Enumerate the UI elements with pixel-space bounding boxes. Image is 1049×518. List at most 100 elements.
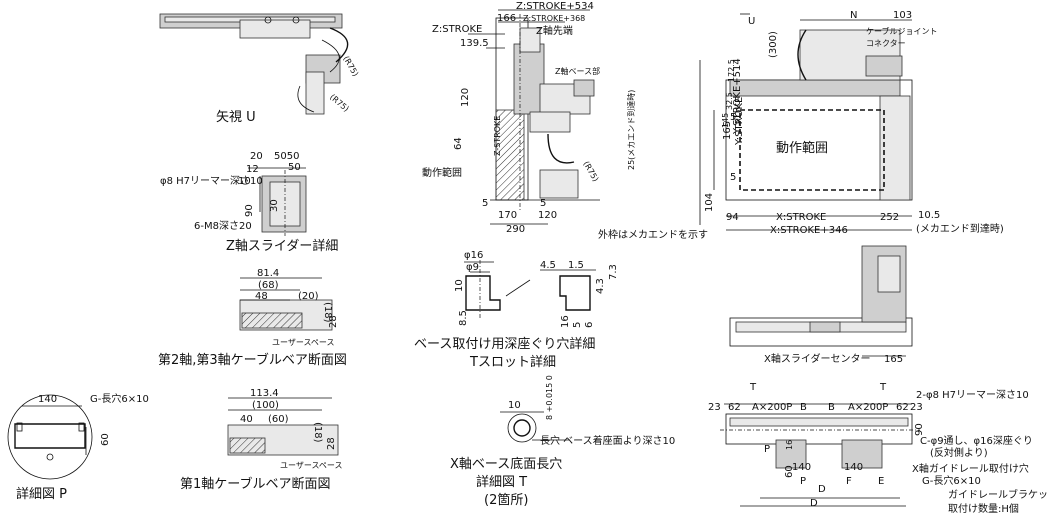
z-slider-detail-title: Z軸スライダー詳細 <box>226 238 338 254</box>
dim-tol: 8 +0.015 0 <box>545 375 554 420</box>
dim-120a: 120 <box>460 88 471 107</box>
detail-p-figure <box>7 394 93 480</box>
dim-6: 6 <box>584 322 595 328</box>
cable-joint-label-1: ケーブルジョイント <box>866 26 938 36</box>
dim-12: 12 <box>246 164 259 175</box>
dim-60b: 60 <box>784 465 795 478</box>
slot-label: 長穴 ベース着座面より深さ10 <box>540 434 675 447</box>
z-stroke-label: Z:STROKE <box>432 24 482 35</box>
dim-e: E <box>878 476 884 487</box>
motion-range-side-label: 動作範囲 <box>422 166 462 179</box>
dim-113-4: 113.4 <box>250 388 279 399</box>
top-view-figure <box>699 13 913 231</box>
x-guide-label-1: X軸ガイドレール取付け穴 <box>912 462 1029 475</box>
dim-104: 104 <box>704 193 715 212</box>
dim-62b: 62 <box>896 402 909 413</box>
cable-joint-label-2: コネクター <box>866 39 906 48</box>
t-slot-title: Tスロット詳細 <box>469 354 556 370</box>
c-hole-label-2: (反対側より) <box>930 446 988 459</box>
mech-end-25-label: 25(メカエンド到達時) <box>626 90 636 170</box>
x-slot-title-2: 詳細図 T <box>476 474 527 490</box>
z-tip-label: Z軸先端 <box>536 24 573 37</box>
dim-145: 145 <box>721 113 730 128</box>
guide-bracket-label-1: ガイドレールブラケット <box>948 488 1049 501</box>
dim-ystroke: Y:STROKE <box>734 97 745 146</box>
cable-1-figure <box>227 397 339 456</box>
dim-81-4: 81.4 <box>257 268 279 279</box>
dim-68: (68) <box>258 280 279 291</box>
z-base-label: Z軸ベース部 <box>555 66 600 76</box>
r75-label-b: (R75) <box>328 93 351 114</box>
x-guide-label-2: G-長穴6×10 <box>922 474 981 487</box>
dim-8-5: 8.5 <box>458 310 469 326</box>
dim-16b: 16 <box>785 440 794 450</box>
side-view-figure <box>468 9 600 225</box>
dim-p: P <box>800 476 806 487</box>
dim-170: 170 <box>498 210 517 221</box>
dim-172-5: 172.5 <box>727 59 736 82</box>
dim-300: (300) <box>768 31 779 58</box>
dim-23a: 23 <box>708 402 721 413</box>
c-hole-label-1: C-φ9通し、φ16深座ぐり <box>920 434 1033 447</box>
u-mark: U <box>748 16 755 27</box>
dim-18a: (18) <box>322 302 333 323</box>
t-mark-1: T <box>749 382 757 393</box>
r75-label-a: (R75) <box>341 54 360 78</box>
dim-5d: 5 <box>730 172 736 183</box>
dim-166: 166 <box>497 13 516 24</box>
dim-32-5: 32.5 <box>725 92 734 110</box>
dim-28a: 28 <box>328 315 339 328</box>
b-left: B <box>800 402 807 413</box>
dim-x346: X:STROKE+346 <box>770 225 848 236</box>
dim-20: 20 <box>250 151 263 162</box>
dim-94: 94 <box>726 212 739 223</box>
r75-label-c: (R75) <box>581 160 600 184</box>
x-slider-center-label: X軸スライダーセンター <box>764 352 870 365</box>
counterbore-figure <box>464 260 596 320</box>
user-space-label-1: ユーザースペース <box>272 338 334 347</box>
dim-290: 290 <box>506 224 525 235</box>
dim-64: 64 <box>453 137 464 150</box>
dim-d-outer: D <box>810 498 818 509</box>
dim-4-3: 4.3 <box>595 278 606 294</box>
dim-xstroke: X:STROKE <box>776 212 826 223</box>
b-right: B <box>828 402 835 413</box>
dim-z534: Z:STROKE+534 <box>516 1 594 12</box>
dim-d-inner: D <box>818 484 826 495</box>
dim-140: 140 <box>38 394 57 405</box>
counterbore-title: ベース取付け用深座ぐり穴詳細 <box>414 336 595 352</box>
dim-y514: Y:STROKE+514 <box>732 58 743 135</box>
dim-5a: 5 <box>482 198 488 209</box>
bottom-view-figure <box>720 403 920 507</box>
dim-100: (100) <box>252 400 279 411</box>
dim-5e: 5 <box>572 322 583 328</box>
motion-range-main-label: 動作範囲 <box>776 141 828 156</box>
a200-right: A×200P <box>848 402 888 413</box>
dim-10b: 10 <box>454 279 465 292</box>
dim-140c: 140 <box>844 462 863 473</box>
dim-7-3: 7.3 <box>608 264 619 280</box>
dim-30: 30 <box>269 199 280 212</box>
dim-139-5: 139.5 <box>460 38 489 49</box>
dim-phi9: φ9 <box>466 262 479 273</box>
dim-5c: 5 <box>730 112 736 123</box>
dim-40: 40 <box>240 414 253 425</box>
cable-1-title: 第1軸ケーブルベア断面図 <box>180 476 331 492</box>
x-slot-title-1: X軸ベース底面長穴 <box>450 456 562 472</box>
guide-bracket-label-2: 取付け数量:H個 <box>948 502 1019 515</box>
mech-end-10-5: 10.5 <box>918 210 940 221</box>
t-mark-2: T <box>879 382 887 393</box>
dim-n: N <box>850 10 857 21</box>
p-mark: P <box>764 444 770 455</box>
dim-18b: (18) <box>312 422 323 443</box>
dim-10: 10 <box>238 176 251 187</box>
cable-23-figure <box>239 277 333 331</box>
dim-5b: 5 <box>540 198 546 209</box>
dim-90: 90 <box>244 204 255 217</box>
dim-252: 252 <box>880 212 899 223</box>
view-u-figure: (R75) (R75) <box>159 13 360 115</box>
dim-50: 50 <box>288 162 301 173</box>
dim-48: 48 <box>255 291 268 302</box>
front-view-figure <box>729 245 913 357</box>
